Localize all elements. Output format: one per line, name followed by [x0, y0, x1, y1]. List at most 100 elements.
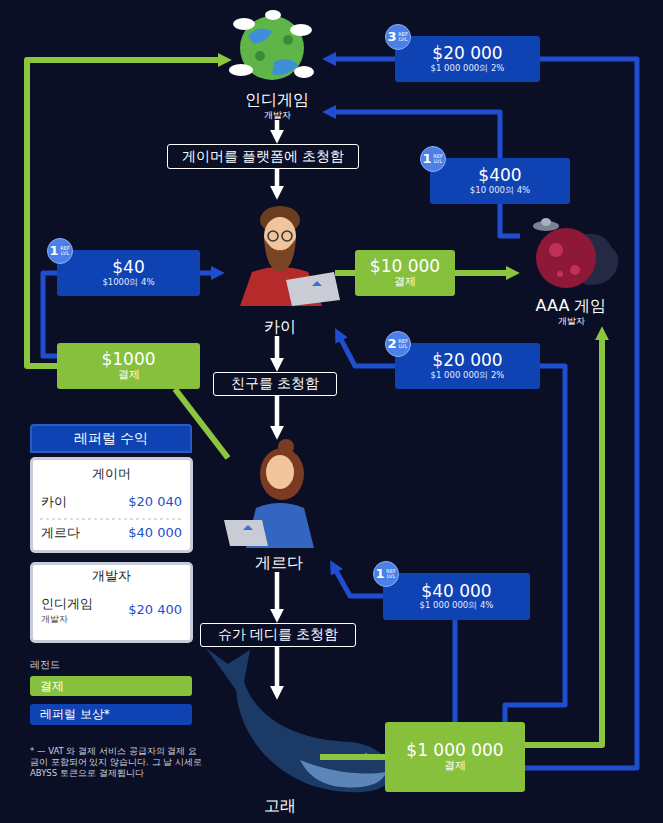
cloud [290, 24, 312, 36]
invite-box: 게이머를 플랫폼에 초청함 [167, 144, 359, 169]
gamer-node: 카이 [225, 200, 335, 336]
whale-body [206, 648, 391, 792]
reward-box: $20 000$1 000 000의 2%2REF LVL [395, 343, 540, 389]
gerda-illustration [224, 439, 314, 548]
flow-connector [335, 270, 355, 276]
payment-box: $1000결제 [57, 343, 200, 389]
reward-amount: $20 000 [432, 44, 502, 64]
gerda-laptop [224, 520, 268, 546]
ref-level-badge: 1REF LVL [47, 238, 73, 264]
level-number: 2 [387, 337, 396, 352]
kai-glasses [268, 231, 278, 241]
payment-amount: 결제 [118, 369, 140, 382]
globe-tree [283, 35, 293, 45]
flow-connector [275, 120, 280, 134]
cloud [265, 10, 281, 20]
aaa-illustration [533, 218, 619, 288]
reward-amount: $20 000 [432, 351, 502, 371]
gerda-hair [260, 448, 304, 500]
table-cell: 카이 [41, 495, 67, 510]
flow-connector [275, 647, 280, 690]
gerda-bun [278, 439, 294, 455]
level-number: REF LVL [433, 154, 444, 164]
cloud [233, 18, 255, 30]
payment-amount: $1000 [101, 350, 155, 370]
level-number: REF LVL [386, 569, 397, 579]
crater [557, 271, 563, 277]
level-number: 3 [387, 30, 396, 45]
table-cell: $40 000 [128, 526, 182, 541]
legend-item: 결제 [30, 676, 192, 696]
table-header: 레퍼럴 수익 [30, 424, 192, 453]
gamer-node: 고래 [240, 700, 320, 815]
payment-amount: $1 000 000 [406, 741, 503, 761]
footnote: * — VAT 와 결제 서비스 공급자의 결제 요금이 포함되어 있지 않습니… [30, 746, 204, 779]
level-number: 1 [375, 567, 384, 582]
flow-connector [275, 572, 280, 613]
developer-node: 인디게임개발자 [232, 8, 322, 120]
invite-box: 슈가 데디를 초청함 [200, 623, 356, 647]
node-title: 고래 [264, 797, 296, 815]
table-cell: 인디게임 [41, 597, 93, 612]
kai-illustration [240, 206, 340, 306]
payment-box: $10 000결제 [355, 250, 455, 296]
reward-box: $400$10 000의 4%1REF LVL [430, 158, 570, 204]
row-separator [40, 519, 183, 520]
reward-amount: $1 000 000의 2% [431, 64, 505, 74]
globe-water [248, 28, 272, 44]
table-cell: 게이머 [33, 467, 190, 482]
flow-connector [505, 366, 565, 722]
earnings-panel: 개발자인디게임개발자$20 400 [30, 562, 193, 643]
node-title: 게르다 [255, 554, 303, 572]
reward-box: $40 000$1 000 000의 4%1REF LVL [383, 573, 530, 620]
table-cell: 개발자 [41, 615, 68, 625]
reward-amount: $400 [478, 166, 521, 186]
legend-item: 레퍼럴 보상* [30, 704, 192, 725]
node-title: AAA 게임 [536, 297, 607, 315]
flow-connector [275, 169, 280, 190]
flow-connector [500, 204, 520, 236]
cloud [229, 64, 253, 76]
flow-connector [332, 57, 395, 62]
crater [549, 243, 563, 257]
gerda-face [266, 455, 294, 489]
payment-amount: $10 000 [370, 257, 440, 277]
spaceship-dome [541, 218, 551, 226]
flow-connector [275, 396, 280, 430]
invite-text: 슈가 데디를 초청함 [218, 627, 339, 643]
invite-text: 친구를 초청함 [231, 376, 319, 392]
whale-illustration [206, 648, 391, 792]
payment-amount: 결제 [444, 760, 466, 773]
reward-amount: $40 [112, 258, 144, 278]
level-number: REF LVL [398, 32, 409, 42]
ref-level-badge: 1REF LVL [373, 561, 399, 587]
invite-text: 게이머를 플랫폼에 초청함 [182, 149, 345, 165]
gamer-node: 게르다 [228, 440, 330, 572]
table-cell: 개발자 [33, 569, 190, 584]
cloud [294, 66, 314, 78]
ref-level-badge: 1REF LVL [420, 146, 446, 172]
flow-connector [275, 336, 280, 362]
reward-amount: $1 000 000의 2% [431, 371, 505, 381]
table-cell: $20 040 [128, 495, 182, 510]
reward-box: $40$1000의 4%1REF LVL [57, 250, 200, 296]
node-title: 카이 [264, 318, 296, 336]
legend-text: 레퍼럴 보상* [30, 704, 192, 724]
level-number: 1 [422, 152, 431, 167]
flow-connector [43, 273, 57, 356]
flow-connector [455, 270, 510, 276]
legend-title: 레전드 [30, 658, 190, 671]
legend-text: 결제 [30, 676, 192, 696]
flow-connector [200, 271, 215, 276]
crater [570, 265, 580, 275]
table-cell: $20 400 [128, 603, 182, 618]
reward-box: $20 000$1 000 000의 2%3REF LVL [395, 36, 540, 82]
kai-laptop [286, 272, 340, 306]
developer-node: AAA 게임개발자 [520, 215, 622, 326]
reward-amount: $1 000 000의 4% [420, 601, 494, 611]
laptop-logo [312, 281, 322, 286]
whale-belly [300, 760, 386, 787]
globe-illustration [229, 10, 314, 80]
payment-amount: 결제 [394, 276, 416, 289]
